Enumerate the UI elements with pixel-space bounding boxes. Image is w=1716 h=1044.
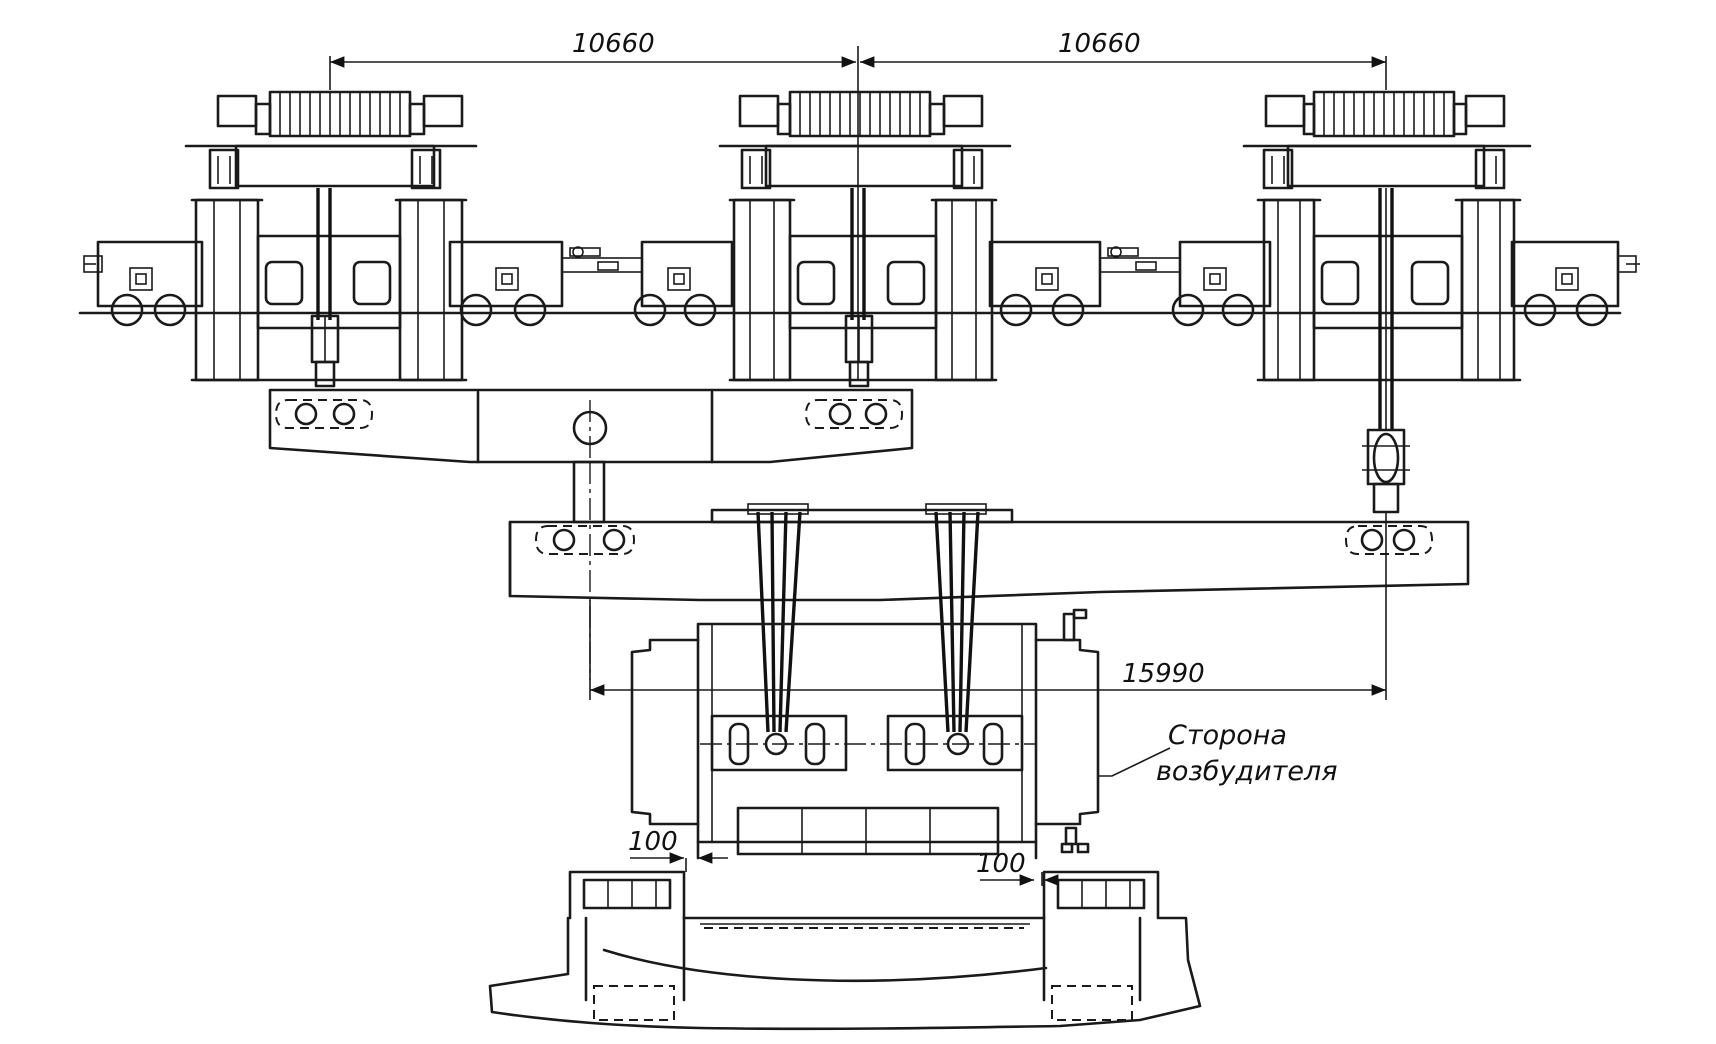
dim-hook-span: 15990 [1122, 659, 1205, 689]
gantry-3-left-column [1262, 198, 1316, 382]
slings [756, 511, 980, 733]
gantry-2-right-column [934, 198, 994, 382]
dim-spacing-right: 10660 [1058, 29, 1141, 59]
dim-gap-right: 100 [976, 849, 1026, 879]
wagon-3-left [1178, 240, 1272, 308]
wagon-2-3 [988, 240, 1102, 308]
wagon-right-end [1510, 240, 1620, 308]
wagon-1-2 [448, 240, 564, 308]
wagon-left-end [96, 240, 204, 308]
gantry-2-left-column [732, 198, 792, 382]
gantry-1-right-column [398, 198, 464, 382]
stator-lug-right [886, 714, 1024, 772]
wagon-2-left [640, 240, 734, 308]
dim-gap-left: 100 [628, 827, 678, 857]
dimension-lines [329, 46, 1387, 886]
stator-body [696, 622, 1038, 844]
stator-load [630, 608, 1100, 860]
dim-spacing-left: 10660 [572, 29, 655, 59]
gantry-2 [718, 90, 1012, 388]
gantry-3-right-column [1460, 198, 1516, 382]
upper-equalizer-beam [268, 388, 914, 464]
rail-wagons [83, 240, 1640, 327]
note-line-2: возбудителя [1156, 756, 1337, 787]
foundation [488, 870, 1202, 1031]
beam-link [572, 460, 606, 524]
lower-equalizer-beam [508, 503, 1470, 602]
gantry-3 [1242, 90, 1532, 514]
stator-lug-left [710, 714, 848, 772]
note-line-1: Сторона [1168, 720, 1287, 751]
gantry-1 [184, 90, 478, 388]
gantry-1-left-column [194, 198, 260, 382]
